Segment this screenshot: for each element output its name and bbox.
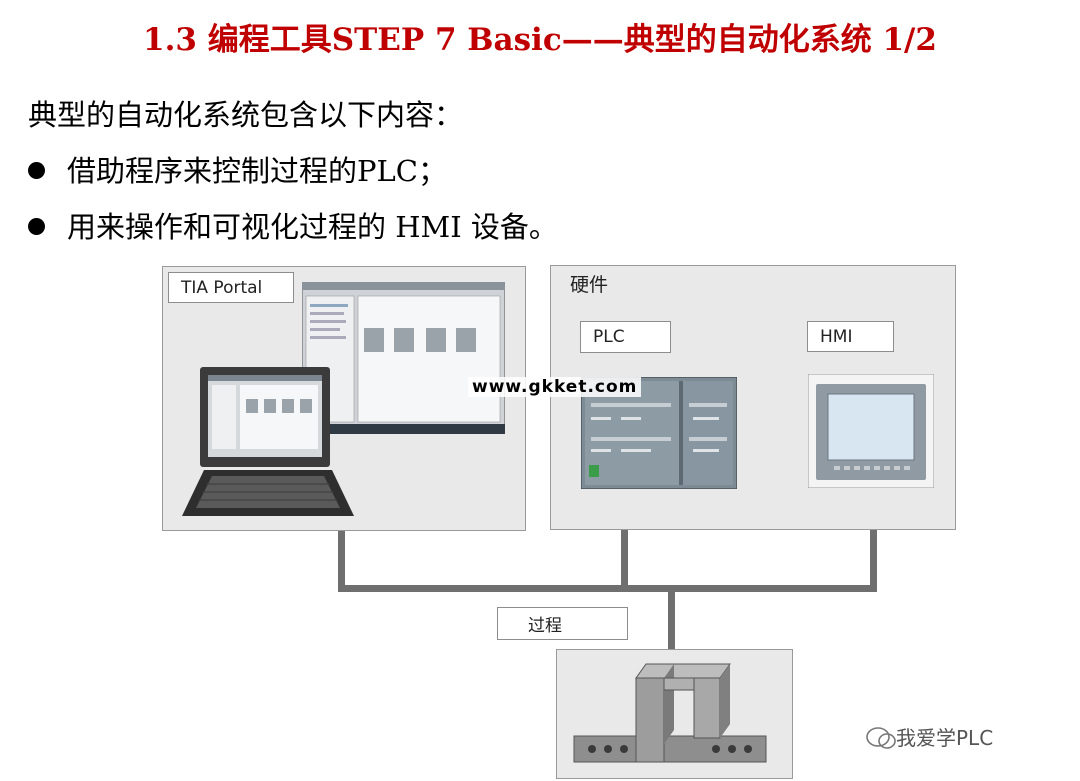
pipe-horizontal <box>338 585 877 592</box>
pipe-process-down <box>668 588 675 650</box>
bullet-dot-icon <box>28 217 45 235</box>
keyboard-icon <box>182 470 354 516</box>
bullet-dot-icon <box>28 161 45 179</box>
pipe-hmi-down <box>870 486 877 590</box>
bullet-item-hmi: 用来操作和可视化过程的 HMI 设备。 <box>28 204 558 246</box>
plc-device-icon <box>581 377 737 489</box>
hardware-label: 硬件 <box>570 274 609 296</box>
hmi-label: HMI <box>807 321 894 352</box>
intro-text: 典型的自动化系统包含以下内容： <box>28 98 464 132</box>
bullet-text: 用来操作和可视化过程的 HMI 设备。 <box>67 210 558 244</box>
conveyor-machine-icon <box>573 663 767 763</box>
process-label: 过程 <box>497 607 628 640</box>
slide-title: 1.3 编程工具STEP 7 Basic——典型的自动化系统 1/2 <box>143 22 937 58</box>
hmi-device-icon <box>808 374 934 488</box>
brand-text: 我爱学PLC <box>896 726 994 750</box>
brand-watermark: 我爱学PLC <box>866 722 993 751</box>
bullet-item-plc: 借助程序来控制过程的PLC； <box>28 148 447 190</box>
bullet-text: 借助程序来控制过程的PLC； <box>67 154 447 188</box>
pipe-plc-down <box>621 488 628 588</box>
tia-portal-screen-icon <box>302 282 505 434</box>
wechat-icon <box>866 726 896 749</box>
pipe-software-down <box>338 529 345 591</box>
plc-label: PLC <box>580 321 671 353</box>
watermark-url: www.gkket.com <box>468 377 642 397</box>
monitor-icon <box>200 367 330 467</box>
tia-portal-label: TIA Portal <box>168 272 294 303</box>
